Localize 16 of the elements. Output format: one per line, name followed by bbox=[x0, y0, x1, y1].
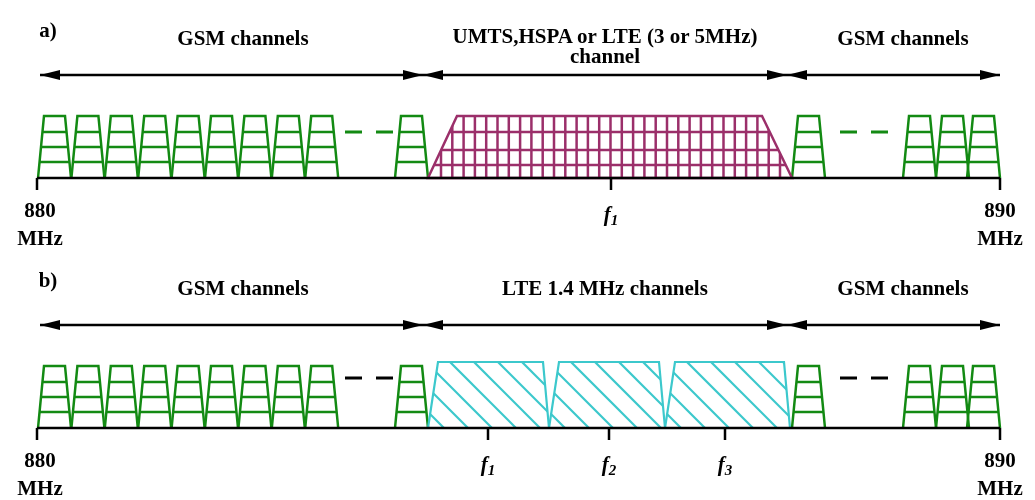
frequency-label: 880 MHz bbox=[16, 197, 64, 252]
span-label: GSM channels bbox=[176, 28, 310, 48]
center-frequency-label: f$_{1}$ bbox=[602, 201, 620, 228]
span-label: GSM channels bbox=[176, 278, 310, 298]
frequency-label: 890 MHz bbox=[976, 447, 1024, 500]
span-label: GSM channels bbox=[836, 278, 970, 298]
center-frequency-label: f$_{2}$ bbox=[600, 451, 618, 478]
frequency-label: 890 MHz bbox=[976, 197, 1024, 252]
span-label: LTE 1.4 MHz channels bbox=[501, 278, 709, 298]
span-label: UMTS,HSPA or LTE (3 or 5MHz) channel bbox=[451, 26, 759, 66]
center-frequency-label: f$_{3}$ bbox=[716, 451, 734, 478]
frequency-label: 880 MHz bbox=[16, 447, 64, 500]
span-label: GSM channels bbox=[836, 28, 970, 48]
panel-letter: b) bbox=[37, 267, 59, 294]
center-frequency-label: f$_{1}$ bbox=[479, 451, 497, 478]
panel-letter: a) bbox=[38, 17, 58, 44]
